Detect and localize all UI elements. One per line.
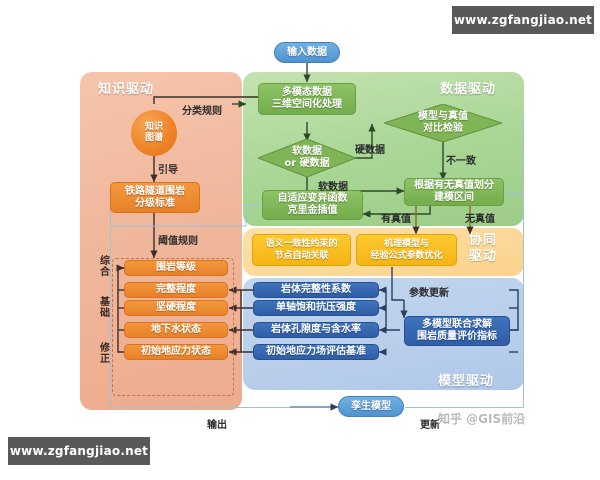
side-label-2-line1: 修 <box>100 343 110 354</box>
node-mechanism-line1: 机理模型与 <box>383 239 429 249</box>
blue-item-1[interactable]: 单轴饱和抗压强度 <box>253 300 379 316</box>
orange-list-group <box>112 258 234 396</box>
edge-label-hard-data: 硬数据 <box>355 145 385 156</box>
node-multisolve-line1: 多模型联合求解 <box>422 319 492 330</box>
node-multimodal-line2: 三维空间化处理 <box>272 99 342 110</box>
node-multimodal-3d[interactable]: 多模态数据 三维空间化处理 <box>258 83 356 115</box>
decision-soft-hard-line2: or 硬数据 <box>284 158 330 169</box>
node-knowledge-graph[interactable]: 知识 图谱 <box>131 110 177 156</box>
side-label-1: 基 础 <box>98 297 112 319</box>
watermark-top: www.zgfangjiao.net <box>452 6 594 34</box>
node-semantic-line1: 语义一致性约束的 <box>265 239 338 249</box>
side-label-2: 修 正 <box>98 343 112 365</box>
side-label-1-line1: 基 <box>100 297 110 308</box>
side-label-0-line2: 合 <box>100 267 110 278</box>
node-mechanism-param-optimize[interactable]: 机理模型与 经验公式参数优化 <box>356 234 457 266</box>
node-tunnel-standard-line1: 铁路隧道围岩 <box>125 185 185 197</box>
edge-label-classification-rule: 分类规则 <box>182 106 222 117</box>
outer-frame-right <box>523 118 525 408</box>
node-semantic-auto-link[interactable]: 语义一致性约束的 节点自动关联 <box>252 234 351 266</box>
outer-frame-bottom-right <box>405 407 524 409</box>
node-partition-modeling-interval[interactable]: 根据有无真值划分 建模区间 <box>404 178 504 206</box>
node-partition-line2: 建模区间 <box>434 192 474 203</box>
edge-label-guide: 引导 <box>158 165 178 176</box>
node-twin-model[interactable]: 孪生模型 <box>338 396 404 417</box>
node-multimodal-line1: 多模态数据 <box>282 87 332 98</box>
region-title-data: 数据驱动 <box>440 82 497 97</box>
node-partition-line1: 根据有无真值划分 <box>414 180 494 191</box>
orange-item-2[interactable]: 坚硬程度 <box>124 300 228 316</box>
node-multimodel-joint-solution[interactable]: 多模型联合求解 围岩质量评价指标 <box>404 316 510 346</box>
region-title-knowledge: 知识驱动 <box>98 82 155 97</box>
node-kriging-line2: 克里金插值 <box>287 205 338 216</box>
side-label-0-line1: 综 <box>100 256 110 267</box>
region-title-model: 模型驱动 <box>438 374 495 389</box>
node-mechanism-line2: 经验公式参数优化 <box>370 251 443 261</box>
orange-item-1[interactable]: 完整程度 <box>124 282 228 298</box>
edge-label-param-update: 参数更新 <box>409 288 449 299</box>
decision-model-truth-line2: 对比检验 <box>423 123 463 134</box>
node-tunnel-standard-line2: 分级标准 <box>135 197 175 209</box>
orange-item-0[interactable]: 围岩等级 <box>124 260 228 276</box>
decision-model-vs-truth[interactable]: 模型与真值 对比检验 <box>384 104 502 142</box>
edge-label-no-truth: 无真值 <box>465 214 495 225</box>
blue-item-2[interactable]: 岩体孔隙度与含水率 <box>253 322 379 338</box>
node-tunnel-grading-standard[interactable]: 铁路隧道围岩 分级标准 <box>110 182 200 213</box>
side-label-0: 综 合 <box>98 256 112 278</box>
orange-item-4[interactable]: 初始地应力状态 <box>124 344 228 360</box>
side-label-2-line2: 正 <box>100 354 110 365</box>
side-label-1-line2: 础 <box>100 308 110 319</box>
decision-soft-hard-line1: 软数据 <box>292 146 322 157</box>
edge-label-has-truth: 有真值 <box>381 214 411 225</box>
edge-label-soft-data: 软数据 <box>318 182 348 193</box>
outer-frame-left <box>110 196 112 408</box>
node-semantic-line2: 节点自动关联 <box>274 251 329 261</box>
watermark-bottom: www.zgfangjiao.net <box>8 437 150 465</box>
edge-label-threshold-rule: 阈值规则 <box>158 236 198 247</box>
node-knowledge-graph-line1: 知识 <box>144 122 163 132</box>
node-multisolve-line2: 围岩质量评价指标 <box>417 331 497 342</box>
node-kriging-line1: 自适应变异函数 <box>277 193 348 204</box>
watermark-zhihu: 知乎 @GIS前沿 <box>438 412 526 426</box>
orange-item-3[interactable]: 地下水状态 <box>124 322 228 338</box>
edge-label-inconsistent: 不一致 <box>446 156 476 167</box>
region-title-collaborative-line2: 驱动 <box>469 249 498 264</box>
edge-label-update: 更新 <box>420 420 440 431</box>
edge-label-output: 输出 <box>207 420 227 431</box>
node-input-data[interactable]: 输入数据 <box>274 42 340 63</box>
decision-soft-or-hard[interactable]: 软数据 or 硬数据 <box>258 139 356 177</box>
blue-item-0[interactable]: 岩体完整性系数 <box>253 282 379 298</box>
decision-model-truth-line1: 模型与真值 <box>418 111 468 122</box>
outer-frame-bottom-left <box>110 407 290 409</box>
blue-item-3[interactable]: 初始地应力场评估基准 <box>253 344 379 360</box>
region-title-collaborative-line1: 协同 <box>469 233 498 248</box>
node-adaptive-kriging[interactable]: 自适应变异函数 克里金插值 <box>262 190 363 220</box>
node-knowledge-graph-line2: 图谱 <box>144 133 163 143</box>
